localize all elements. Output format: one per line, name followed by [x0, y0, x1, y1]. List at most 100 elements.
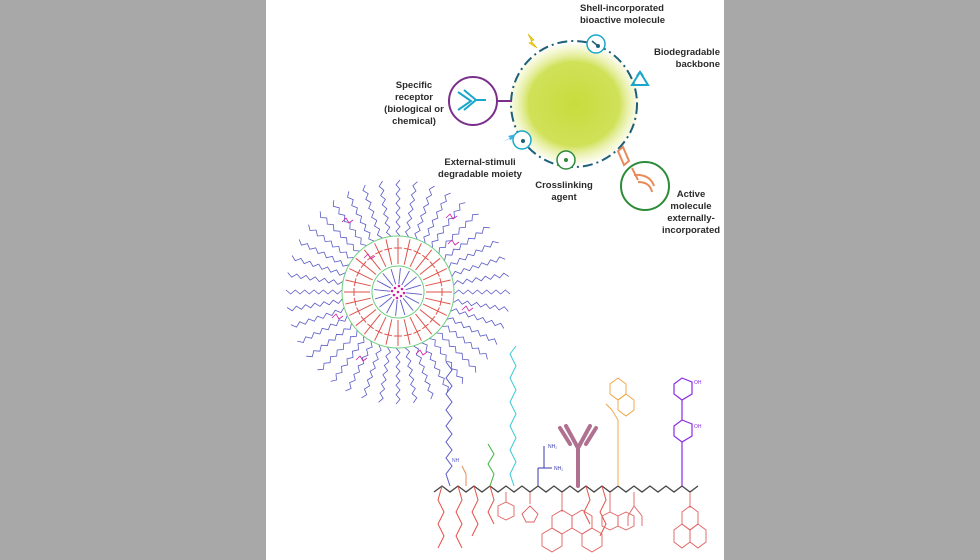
- core-chain: [401, 270, 410, 286]
- corona-chain: [423, 192, 451, 244]
- shell-chain: [349, 303, 374, 316]
- corona-chain: [298, 239, 350, 267]
- shell-tick: [384, 247, 393, 251]
- corona-chain: [404, 347, 418, 404]
- shell-chain: [409, 243, 422, 268]
- corona-chain: [431, 202, 466, 248]
- corona-chain: [429, 338, 464, 384]
- corona-chain: [361, 344, 382, 399]
- corona-chain: [308, 224, 354, 259]
- corona-chain: [286, 298, 343, 312]
- corona-chain: [332, 200, 367, 246]
- receptor-icon: [448, 76, 498, 126]
- figure-panel: Shell-incorporated bioactive molecule Bi…: [266, 0, 724, 560]
- core-chain: [382, 273, 394, 287]
- shell-tick: [353, 278, 357, 287]
- corona-chain: [347, 191, 375, 242]
- core-chain: [374, 289, 391, 292]
- core-chain: [376, 280, 392, 289]
- label-specific-receptor: Specific receptor (biological or chemica…: [384, 80, 444, 127]
- shell-tick: [384, 333, 393, 337]
- shell-tick: [421, 254, 429, 261]
- shell-chain: [345, 297, 371, 305]
- functionalized-polymer: NH NH₂ NH₂: [433, 345, 707, 553]
- corona-chain: [362, 184, 383, 239]
- shell-tick: [375, 329, 383, 334]
- shell-chain: [425, 279, 451, 287]
- corona-chain: [297, 315, 348, 343]
- label-external-stimuli: External-stimuli degradable moiety: [438, 157, 522, 180]
- shell-chain: [419, 257, 441, 275]
- corona-chain: [395, 347, 401, 405]
- drug-payload-dot: [395, 296, 399, 300]
- micelle-shell-boundary: [341, 235, 455, 349]
- shell-chain: [363, 313, 381, 335]
- shell-tick: [356, 307, 361, 315]
- drug-payload-dot: [397, 284, 401, 288]
- shell-tick: [403, 333, 412, 337]
- drug-payload-dot: [402, 291, 406, 295]
- shell-tick: [429, 261, 436, 269]
- aromatic-groups: [497, 492, 707, 553]
- shell-tick: [435, 269, 440, 277]
- shell-tick: [353, 297, 357, 306]
- core-chain: [404, 295, 420, 304]
- shell-chain: [374, 316, 387, 341]
- nanoparticle-core: [509, 44, 639, 164]
- shell-chain: [409, 316, 422, 341]
- peg-chain: [445, 361, 453, 487]
- core-chain: [398, 268, 401, 285]
- drug-payload-dot: [390, 289, 394, 293]
- shell-tick: [367, 323, 375, 330]
- shell-chain: [422, 268, 447, 281]
- shell-tick: [439, 278, 443, 287]
- polymer-backbone: [433, 485, 699, 493]
- corona-chain: [395, 179, 401, 237]
- ligand-mark: [415, 349, 428, 356]
- drug-payload-dot: [392, 293, 396, 297]
- corona-chain: [306, 323, 352, 358]
- label-shell-incorporated: Shell-incorporated bioactive molecule: [580, 3, 666, 26]
- corona-chain: [453, 272, 510, 286]
- corona-chain: [345, 340, 373, 392]
- corona-chain: [442, 325, 488, 360]
- ligand-mark: [341, 217, 354, 224]
- corona-chain: [444, 226, 490, 261]
- shell-chain: [425, 297, 451, 305]
- peg-nh-label: NH: [452, 458, 460, 464]
- polymeric-micelle: [285, 179, 511, 405]
- shell-tick: [403, 247, 412, 251]
- shell-tick: [413, 250, 421, 255]
- nh2-label-1: NH₂: [548, 444, 557, 450]
- corona-chain: [453, 289, 511, 295]
- corona-chain: [414, 185, 435, 240]
- cyan-chain: [509, 345, 517, 487]
- core-chain: [405, 292, 422, 295]
- core-chain: [399, 299, 406, 316]
- nh2-label-2: NH₂: [554, 466, 563, 472]
- corona-chain: [421, 342, 449, 393]
- shell-chain: [415, 313, 433, 335]
- corona-chain: [452, 298, 509, 312]
- label-biodegradable-backbone: Biodegradable backbone: [654, 47, 720, 70]
- lightning-icon: [527, 33, 538, 49]
- shell-chain: [349, 268, 374, 281]
- oh-label-2: OH: [694, 424, 702, 430]
- shell-chain: [385, 239, 393, 265]
- active-molecule-marker: [620, 161, 670, 211]
- drug-payload-dot: [400, 287, 404, 291]
- corona-chain: [378, 180, 392, 237]
- shell-chain: [385, 319, 393, 345]
- label-crosslinking-agent: Crosslinking agent: [535, 180, 593, 203]
- corona-chain: [290, 307, 345, 328]
- drug-payload-dot: [396, 290, 400, 294]
- corona-chain: [287, 272, 344, 286]
- shell-chain: [374, 243, 387, 268]
- ligand-mark: [331, 313, 344, 320]
- sugar-chain: [673, 377, 693, 486]
- corona-chain: [330, 336, 365, 382]
- corona-chain: [413, 345, 434, 400]
- shell-chain: [403, 319, 411, 345]
- corona-chain: [285, 289, 343, 295]
- corona-chain: [448, 241, 499, 269]
